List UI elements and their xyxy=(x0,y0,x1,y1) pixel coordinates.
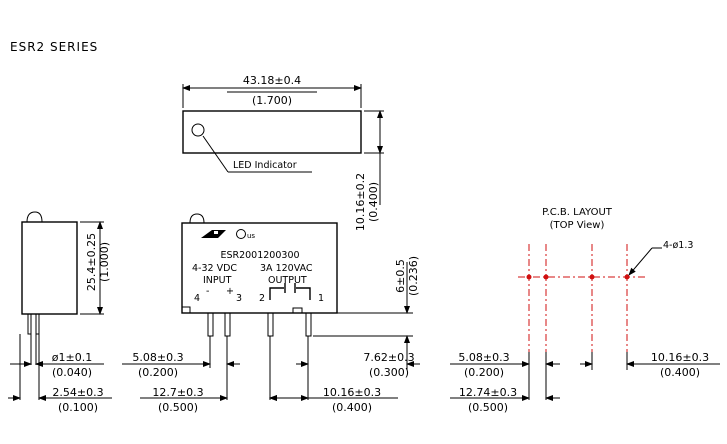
pin-2-label: 2 xyxy=(259,293,265,304)
brand-logo-icon xyxy=(201,230,226,238)
front-view: us ESR2001200300 4-32 VDC 3A 120VAC INPU… xyxy=(122,213,420,414)
pin-1 xyxy=(305,312,312,337)
pin-dia-in: (0.040) xyxy=(52,366,92,379)
pin-1-label: 1 xyxy=(318,293,324,304)
pcb-dim-c-mm: 10.16±0.3 xyxy=(651,351,709,364)
front-dim-c-in: (0.300) xyxy=(369,366,409,379)
front-dim-b-mm: 12.7±0.3 xyxy=(152,386,203,399)
top-view: LED Indicator 43.18±0.4 (1.700) 10.16±0.… xyxy=(182,74,384,231)
pcb-layout: P.C.B. LAYOUT (TOP View) 4-ø1.3 5.08±0.3… xyxy=(450,207,720,414)
side-view-body xyxy=(21,221,78,315)
pin-dia-mm: ø1±0.1 xyxy=(52,351,92,364)
thickness-in: (0.100) xyxy=(58,401,98,414)
pin-4-label: 4 xyxy=(194,293,200,304)
pcb-dim-c-in: (0.400) xyxy=(660,366,700,379)
input-rating: 4-32 VDC xyxy=(192,263,237,274)
pcb-dim-b-mm: 12.74±0.3 xyxy=(459,386,517,399)
pin-3 xyxy=(224,312,231,337)
output-label: OUTPUT xyxy=(268,275,307,286)
pcb-hole xyxy=(543,274,549,280)
side-led-bump xyxy=(26,211,43,223)
pcb-dim-b-in: (0.500) xyxy=(468,401,508,414)
side-height-mm: 25.4±0.25 xyxy=(85,233,98,291)
pcb-hole xyxy=(589,274,595,280)
led-indicator-icon xyxy=(191,123,205,137)
top-width-mm: 43.18±0.4 xyxy=(243,74,301,87)
part-number: ESR2001200300 xyxy=(220,250,299,261)
pin-length-in: (0.236) xyxy=(407,256,420,296)
front-led-bump xyxy=(189,213,205,224)
top-height-mm: 10.16±0.2 xyxy=(354,173,367,231)
pcb-dim-a-mm: 5.08±0.3 xyxy=(458,351,509,364)
switch-symbol-icon xyxy=(269,283,311,300)
front-dim-d-in: (0.400) xyxy=(332,401,372,414)
holes-leader xyxy=(628,247,653,276)
series-title: ESR2 SERIES xyxy=(10,40,98,54)
pcb-hole xyxy=(526,274,532,280)
top-height-in: (0.400) xyxy=(367,182,380,222)
ul-mark-icon: us xyxy=(236,229,255,240)
pin-length-mm: 6±0.5 xyxy=(394,259,407,293)
input-label: INPUT xyxy=(203,275,232,286)
front-dim-d-mm: 10.16±0.3 xyxy=(323,386,381,399)
pcb-dim-a-in: (0.200) xyxy=(464,366,504,379)
led-leader xyxy=(202,135,229,173)
front-dim-c-mm: 7.62±0.3 xyxy=(363,351,414,364)
front-dim-a-in: (0.200) xyxy=(138,366,178,379)
top-width-in: (1.700) xyxy=(252,94,292,107)
side-view: 25.4±0.25 (1.000) ø1±0.1 (0.040) 2.54±0.… xyxy=(8,211,112,414)
output-rating: 3A 120VAC xyxy=(260,263,313,274)
holes-label: 4-ø1.3 xyxy=(663,240,693,251)
pin-plus-label: + xyxy=(226,286,234,297)
pin-minus-label: - xyxy=(206,286,209,297)
svg-text:us: us xyxy=(247,232,255,240)
top-view-body xyxy=(182,110,362,154)
pin-4 xyxy=(207,312,214,337)
front-dim-a-mm: 5.08±0.3 xyxy=(132,351,183,364)
led-label: LED Indicator xyxy=(233,160,297,171)
pcb-subtitle: (TOP View) xyxy=(550,220,605,231)
front-dim-b-in: (0.500) xyxy=(158,401,198,414)
pin-2 xyxy=(267,312,274,337)
thickness-mm: 2.54±0.3 xyxy=(52,386,103,399)
front-view-body xyxy=(181,222,338,314)
pin-3-label: 3 xyxy=(236,293,242,304)
side-height-in: (1.000) xyxy=(98,242,111,282)
pcb-title: P.C.B. LAYOUT xyxy=(542,207,613,218)
pcb-hole xyxy=(624,274,630,280)
